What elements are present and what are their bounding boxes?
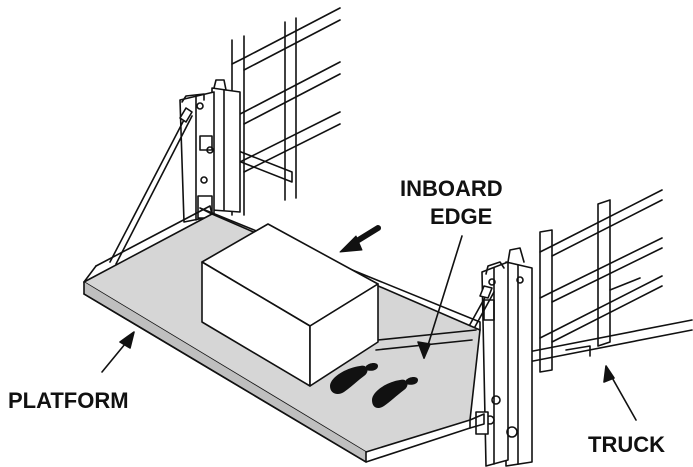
left-lift-column <box>109 79 241 265</box>
right-truck-side-rails <box>527 189 693 373</box>
footprint-marks <box>330 363 418 408</box>
callout-arrows <box>101 225 637 421</box>
inboard-edge-label-line1: INBOARD <box>400 176 503 201</box>
cargo-box <box>201 223 379 387</box>
truck-label: TRUCK <box>588 432 665 457</box>
inboard-edge-label-line2: EDGE <box>430 204 492 229</box>
platform-label: PLATFORM <box>8 388 129 413</box>
left-truck-side-rails <box>231 7 341 216</box>
